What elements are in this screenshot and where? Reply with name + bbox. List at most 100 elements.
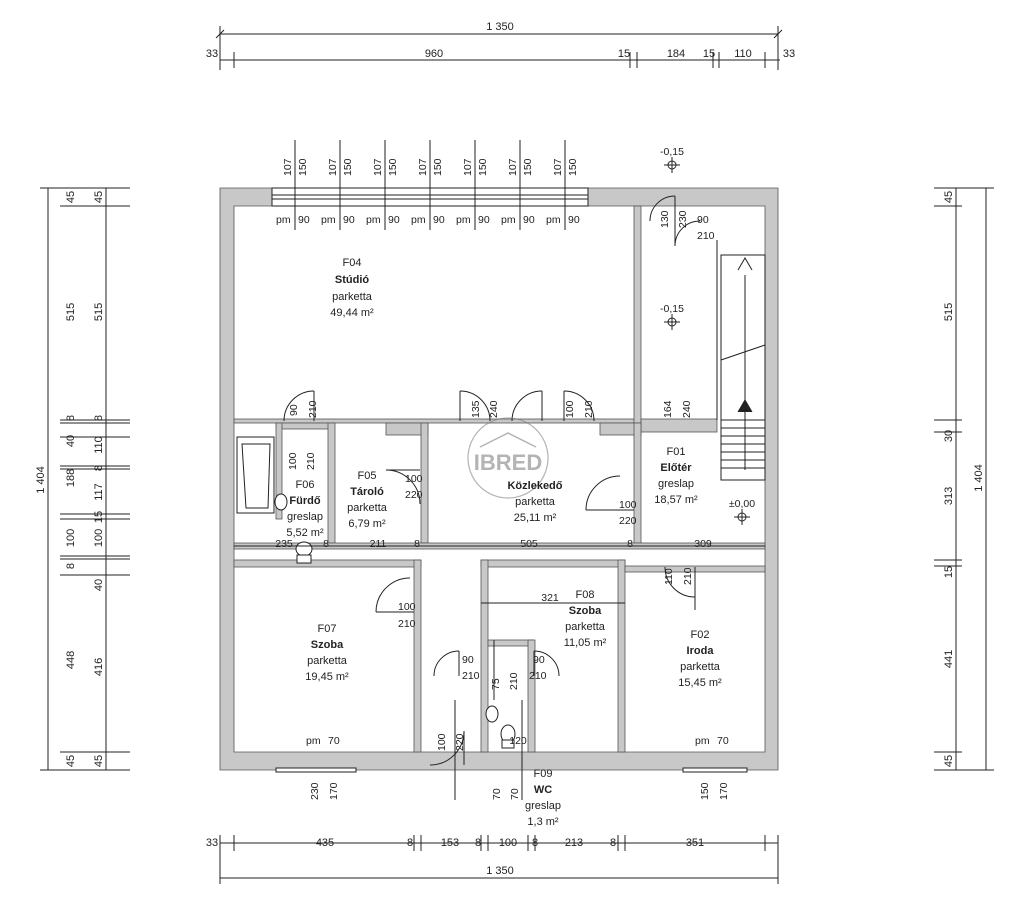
level-label: -0,15 bbox=[660, 303, 684, 315]
inner-dim: 170 bbox=[718, 782, 730, 800]
window-size: 107 bbox=[552, 158, 564, 176]
left-inner-seg: 8 bbox=[93, 415, 105, 421]
left-seg: 448 bbox=[65, 651, 77, 669]
door-size: 210 bbox=[529, 670, 547, 682]
inner-dim: 309 bbox=[694, 538, 712, 550]
inner-dim: 170 bbox=[328, 782, 340, 800]
door-size: 100 bbox=[405, 473, 423, 485]
left-inner-seg: 45 bbox=[93, 191, 105, 203]
left-inner-seg: 515 bbox=[93, 303, 105, 321]
window-size: 150 bbox=[342, 158, 354, 176]
room-floor: parketta bbox=[332, 291, 373, 303]
level-label: -0,15 bbox=[660, 146, 684, 158]
room-name: WC bbox=[534, 784, 552, 796]
door-size: 220 bbox=[405, 489, 423, 501]
inner-dim: 150 bbox=[699, 782, 711, 800]
door-size: 210 bbox=[307, 400, 319, 418]
room-name: Előtér bbox=[660, 462, 692, 474]
right-seg: 30 bbox=[943, 430, 955, 442]
room-area: 25,11 m² bbox=[514, 512, 557, 524]
window-size: 150 bbox=[477, 158, 489, 176]
pm-label: pm bbox=[366, 214, 381, 226]
room-area: 11,05 m² bbox=[564, 637, 607, 649]
door-size: 130 bbox=[659, 210, 671, 228]
left-seg: 45 bbox=[65, 191, 77, 203]
right-seg: 515 bbox=[943, 303, 955, 321]
left-inner-seg: 15 bbox=[93, 511, 105, 523]
room-name: Szoba bbox=[311, 639, 344, 651]
inner-dim: 70 bbox=[509, 788, 521, 800]
bottom-seg: 100 bbox=[499, 837, 517, 849]
door-size: 110 bbox=[663, 568, 675, 585]
room-floor: greslap bbox=[658, 478, 694, 490]
bottom-seg: 213 bbox=[565, 837, 583, 849]
door-size: 100 bbox=[287, 452, 299, 470]
window-size: 150 bbox=[567, 158, 579, 176]
room-id: F08 bbox=[576, 589, 595, 601]
room-id: F07 bbox=[318, 623, 337, 635]
room-floor: greslap bbox=[525, 800, 561, 812]
pm-label: 70 bbox=[328, 735, 340, 747]
left-inner-seg: 110 bbox=[93, 436, 105, 454]
room-area: 19,45 m² bbox=[305, 671, 349, 683]
window-size: 150 bbox=[522, 158, 534, 176]
top-total-dim: 1 350 bbox=[486, 21, 514, 33]
inner-dim: 8 bbox=[323, 538, 329, 550]
room-id: F02 bbox=[691, 629, 710, 641]
inner-dim: 505 bbox=[520, 538, 538, 550]
room-f01: F01 Előtér greslap 18,57 m² bbox=[654, 446, 698, 506]
window-size: 107 bbox=[462, 158, 474, 176]
top-seg: 960 bbox=[425, 48, 443, 60]
room-floor: greslap bbox=[287, 511, 323, 523]
bottom-seg: 8 bbox=[475, 837, 481, 849]
pm-label: 90 bbox=[433, 214, 445, 226]
pm-label: 90 bbox=[343, 214, 355, 226]
room-f03: Közlekedő parketta 25,11 m² bbox=[507, 480, 562, 524]
door-size: 90 bbox=[697, 214, 709, 226]
room-name: Iroda bbox=[687, 645, 715, 657]
door-size: 164 bbox=[662, 400, 674, 418]
right-seg: 441 bbox=[943, 650, 955, 668]
left-seg: 8 bbox=[65, 415, 77, 421]
room-name: Közlekedő bbox=[507, 480, 562, 492]
right-dimensions bbox=[934, 187, 994, 771]
room-name: Szoba bbox=[569, 605, 602, 617]
top-seg: 110 bbox=[734, 48, 752, 60]
inner-dim: 230 bbox=[309, 782, 321, 800]
door-size: 75 bbox=[490, 678, 502, 690]
room-floor: parketta bbox=[347, 502, 388, 514]
room-floor: parketta bbox=[307, 655, 348, 667]
inner-dim: 70 bbox=[491, 788, 503, 800]
window-size: 107 bbox=[282, 158, 294, 176]
door-size: 90 bbox=[462, 654, 474, 666]
inner-dim: 235 bbox=[275, 538, 293, 550]
room-name: Tároló bbox=[350, 486, 384, 498]
room-area: 49,44 m² bbox=[330, 307, 374, 319]
room-area: 6,79 m² bbox=[348, 518, 386, 530]
left-seg: 40 bbox=[65, 435, 77, 447]
pm-label: 90 bbox=[298, 214, 310, 226]
bottom-seg: 8 bbox=[610, 837, 616, 849]
bottom-seg: 351 bbox=[686, 837, 704, 849]
bath-fixtures bbox=[236, 436, 516, 749]
room-f08: F08 Szoba parketta 11,05 m² bbox=[564, 589, 607, 649]
left-total-dim: 1 404 bbox=[35, 466, 47, 494]
inner-dim-lines bbox=[234, 545, 765, 800]
door-swings bbox=[283, 195, 701, 766]
pm-label: 90 bbox=[523, 214, 535, 226]
left-inner-labels: 45 515 8 110 8 117 15 100 40 416 45 bbox=[93, 191, 105, 767]
room-id: F01 bbox=[667, 446, 686, 458]
door-size: 100 bbox=[436, 733, 448, 751]
door-size: 240 bbox=[488, 400, 500, 418]
bottom-seg: 8 bbox=[532, 837, 538, 849]
top-seg: 15 bbox=[618, 48, 630, 60]
inner-dim: 211 bbox=[370, 538, 387, 550]
bottom-total-dim: 1 350 bbox=[486, 865, 514, 877]
door-size: 230 bbox=[677, 210, 689, 228]
level-markers bbox=[664, 157, 750, 525]
room-area: 1,3 m² bbox=[527, 816, 559, 828]
door-size: 220 bbox=[454, 733, 466, 751]
room-area: 15,45 m² bbox=[678, 677, 722, 689]
left-inner-seg: 8 bbox=[93, 465, 105, 471]
door-size: 210 bbox=[682, 567, 694, 585]
